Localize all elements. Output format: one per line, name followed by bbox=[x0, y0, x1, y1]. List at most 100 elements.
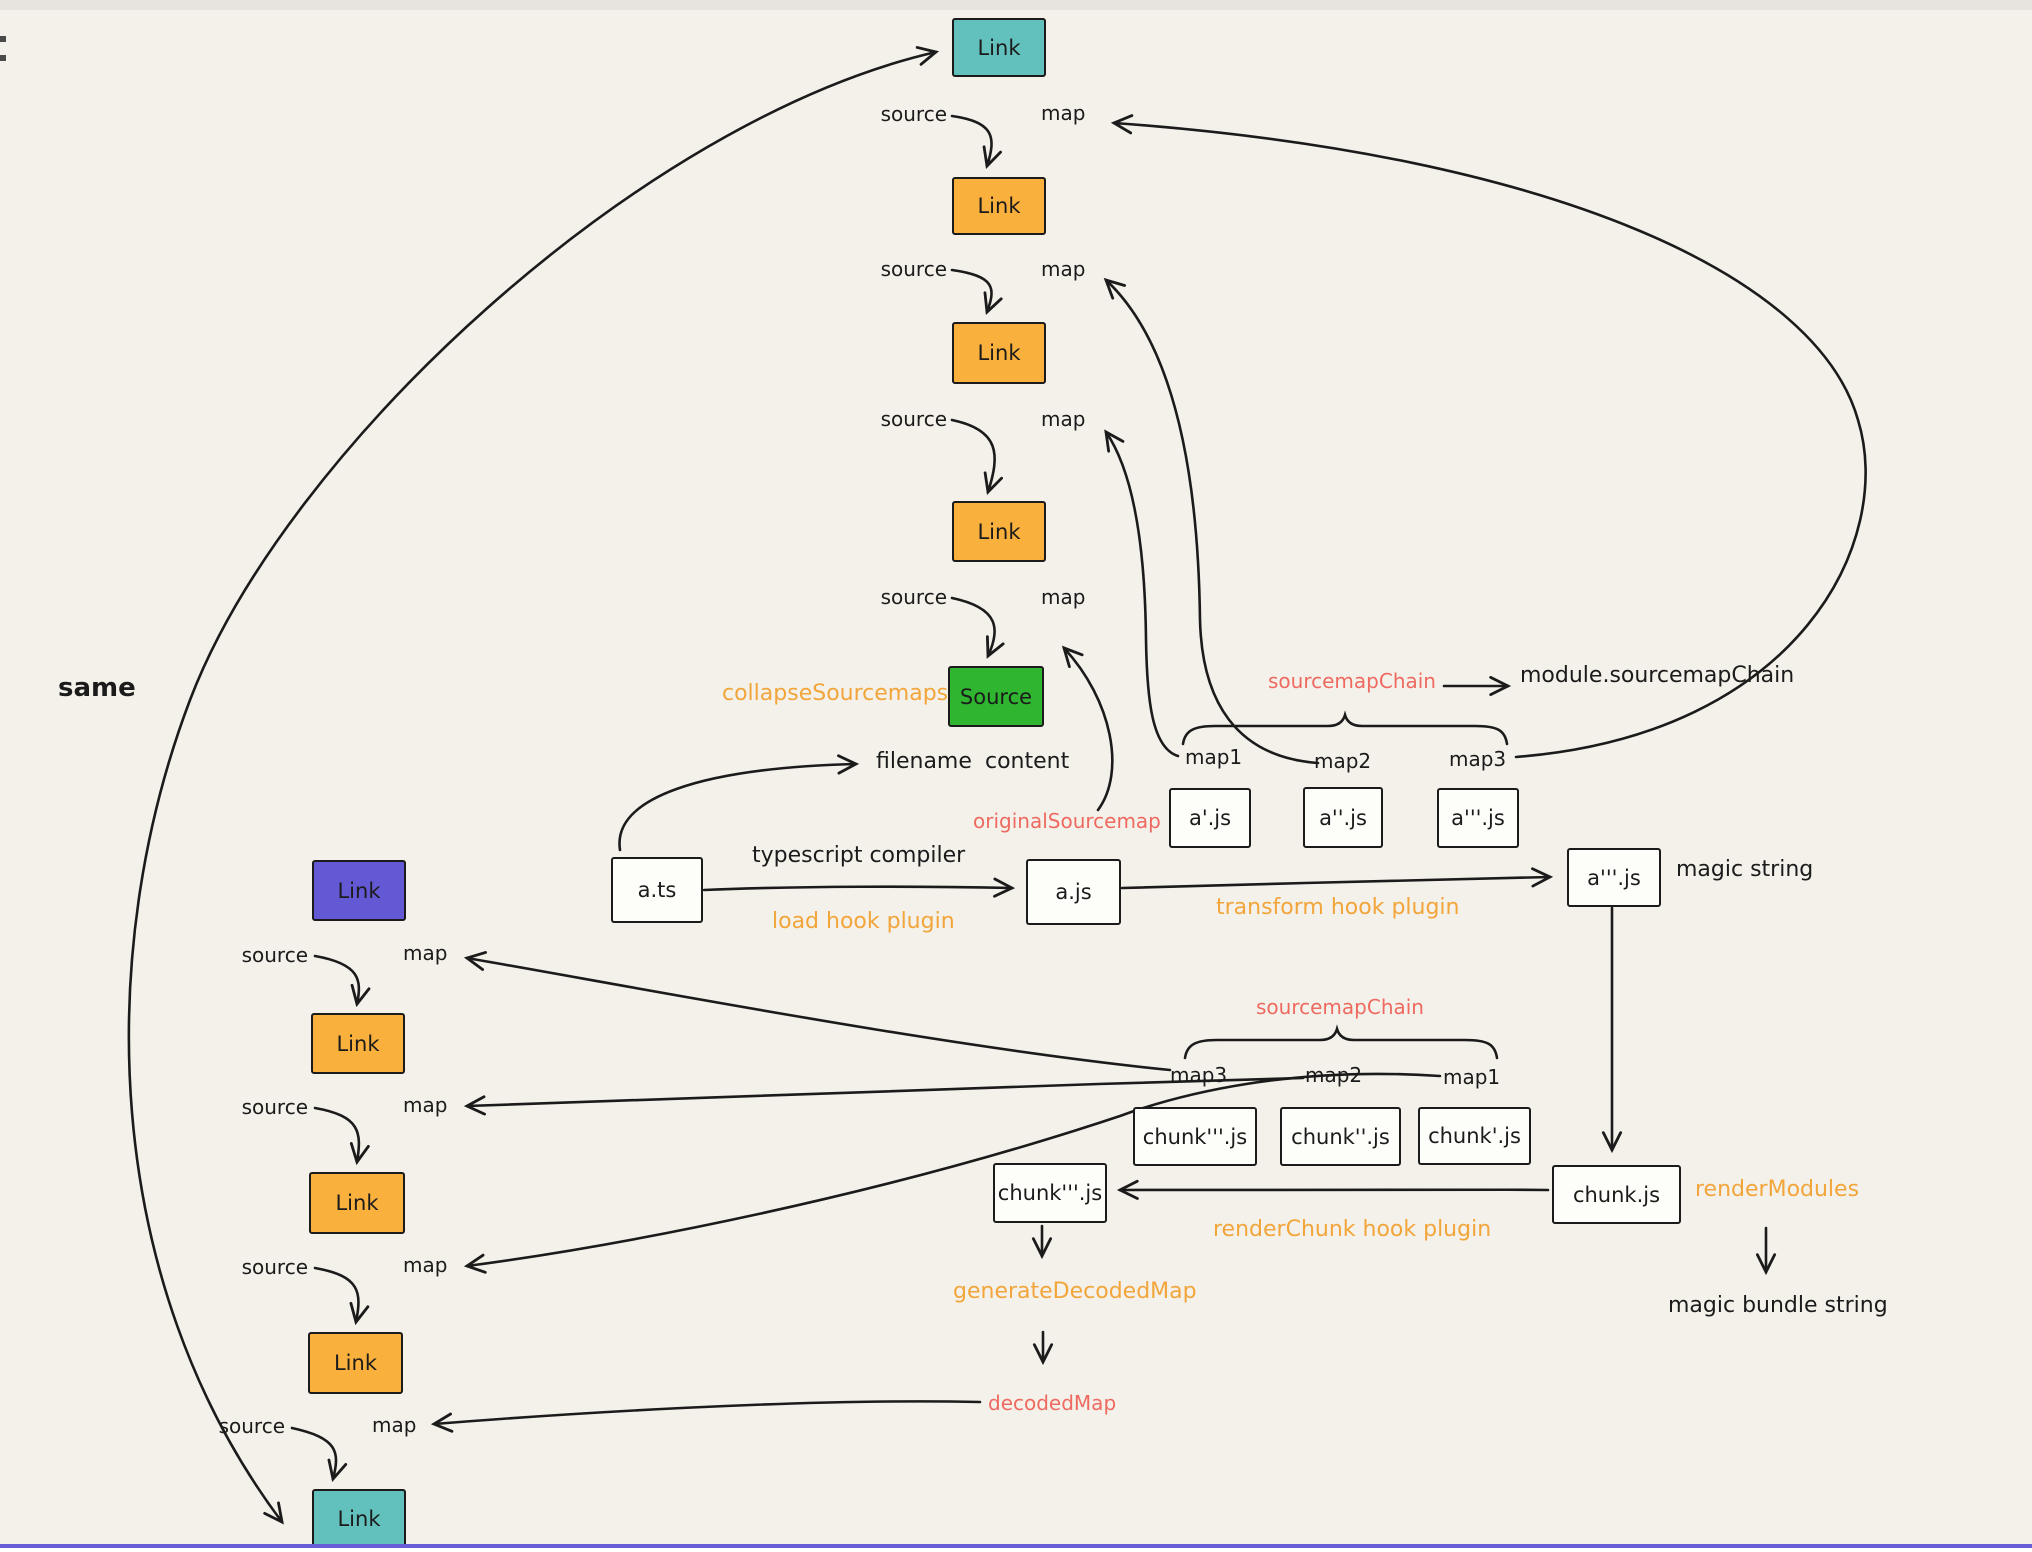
source-label[interactable]: source bbox=[880, 102, 947, 126]
arrow-map3-to-map-left-1 bbox=[463, 951, 1172, 1072]
link-box-left-1[interactable]: Link bbox=[311, 1013, 405, 1074]
arrow-map3-to-map-top bbox=[1110, 114, 1867, 759]
source-label[interactable]: source bbox=[241, 1255, 308, 1279]
ajs-label: a.js bbox=[1055, 880, 1092, 904]
content-label[interactable]: content bbox=[985, 749, 1070, 774]
typescript-compiler-label[interactable]: typescript compiler bbox=[752, 843, 966, 868]
rendermodules-label[interactable]: renderModules bbox=[1695, 1177, 1860, 1202]
map-label[interactable]: map bbox=[1041, 257, 1086, 281]
arrow-originalsourcemap-to-map bbox=[1061, 645, 1114, 812]
map2-label-bottom[interactable]: map2 bbox=[1305, 1063, 1363, 1087]
link-box-label: Link bbox=[977, 194, 1021, 218]
ats-label: a.ts bbox=[637, 878, 677, 902]
a2js-label: a''.js bbox=[1319, 805, 1367, 830]
chunkjs-label: chunk.js bbox=[1572, 1182, 1661, 1207]
link-box-label: Link bbox=[335, 1191, 379, 1215]
source-label[interactable]: source bbox=[880, 407, 947, 431]
load-hook-plugin-label[interactable]: load hook plugin bbox=[772, 909, 955, 934]
chunkjs-box[interactable]: chunk.js bbox=[1552, 1165, 1681, 1224]
arrow-map1-to-map bbox=[1104, 429, 1180, 758]
map3-label-top[interactable]: map3 bbox=[1449, 747, 1507, 771]
ajs-box[interactable]: a.js bbox=[1026, 859, 1121, 925]
chunk1js-label: chunk'.js bbox=[1428, 1124, 1521, 1148]
link-box-top-1[interactable]: Link bbox=[952, 177, 1046, 235]
arrow-same-link-to-link bbox=[127, 46, 940, 1525]
arrow-source-to-link-3 bbox=[950, 418, 1003, 495]
sourcemapchain-label-bottom[interactable]: sourcemapChain bbox=[1256, 995, 1424, 1019]
map2-label-top[interactable]: map2 bbox=[1314, 749, 1372, 773]
arrow-source-to-link-left-1 bbox=[313, 954, 371, 1008]
bottom-accent-line bbox=[0, 1544, 2032, 1548]
source-label[interactable]: source bbox=[241, 943, 308, 967]
a2js-box[interactable]: a''.js bbox=[1303, 787, 1383, 848]
map-label[interactable]: map bbox=[403, 1093, 448, 1117]
chunk2js-box-row[interactable]: chunk''.js bbox=[1280, 1107, 1401, 1166]
map1-label-top[interactable]: map1 bbox=[1185, 745, 1243, 769]
magic-bundle-string-label[interactable]: magic bundle string bbox=[1668, 1293, 1888, 1318]
link-box-label: Link bbox=[977, 519, 1021, 544]
generatedecodedmap-label[interactable]: generateDecodedMap bbox=[953, 1279, 1197, 1304]
map-label[interactable]: map bbox=[403, 941, 448, 965]
arrow-source-to-link-2 bbox=[950, 268, 1003, 315]
map-label[interactable]: map bbox=[1041, 585, 1086, 609]
chunk3js-label: chunk'''.js bbox=[997, 1181, 1103, 1205]
brace-sourcemapchain-bottom bbox=[1183, 1024, 1499, 1060]
chunk3js-box-row[interactable]: chunk'''.js bbox=[1133, 1107, 1257, 1166]
module-sourcemapchain-label[interactable]: module.sourcemapChain bbox=[1520, 663, 1795, 688]
source-label[interactable]: source bbox=[880, 257, 947, 281]
a3js-label: a'''.js bbox=[1451, 806, 1505, 830]
source-label[interactable]: source bbox=[218, 1414, 285, 1438]
arrow-chunkjs-to-chunk3js bbox=[1116, 1179, 1550, 1200]
brace-sourcemapchain-top bbox=[1181, 710, 1509, 746]
link-box-label: Link bbox=[977, 35, 1021, 60]
source-box[interactable]: Source bbox=[948, 666, 1044, 727]
arrow-ats-to-filename bbox=[618, 754, 860, 852]
chunk2js-label: chunk''.js bbox=[1291, 1124, 1390, 1149]
arrow-source-to-link-1 bbox=[950, 114, 1002, 169]
sourcemapchain-label-top[interactable]: sourcemapChain bbox=[1268, 669, 1436, 693]
source-label[interactable]: source bbox=[241, 1095, 308, 1119]
link-box-left-2[interactable]: Link bbox=[309, 1172, 405, 1234]
arrow-ats-to-ajs bbox=[702, 877, 1016, 898]
top-bar bbox=[0, 0, 2032, 10]
originalsourcemap-label[interactable]: originalSourcemap bbox=[973, 809, 1161, 833]
arrow-source-to-sourcebox bbox=[950, 596, 1005, 659]
a1js-box[interactable]: a'.js bbox=[1169, 788, 1251, 848]
map-label[interactable]: map bbox=[1041, 101, 1086, 125]
bottom-white-strip bbox=[0, 1548, 2032, 1552]
link-box-left-3[interactable]: Link bbox=[308, 1332, 403, 1394]
source-box-label: Source bbox=[959, 684, 1033, 709]
map-label[interactable]: map bbox=[1041, 407, 1086, 431]
chunk3js-box-standalone[interactable]: chunk'''.js bbox=[993, 1163, 1107, 1223]
link-box-top-3[interactable]: Link bbox=[952, 501, 1046, 562]
link-box-left-purple[interactable]: Link bbox=[312, 860, 406, 921]
decodedmap-label[interactable]: decodedMap bbox=[988, 1391, 1117, 1415]
map3-label-bottom[interactable]: map3 bbox=[1170, 1063, 1228, 1087]
source-label[interactable]: source bbox=[880, 585, 947, 609]
link-box-label: Link bbox=[336, 1031, 380, 1056]
map1-label-bottom[interactable]: map1 bbox=[1443, 1065, 1501, 1089]
left-edge-mark bbox=[0, 55, 6, 61]
arrow-ajs-to-a3js bbox=[1120, 867, 1554, 890]
transform-hook-plugin-label[interactable]: transform hook plugin bbox=[1216, 895, 1460, 920]
a3js-box-big[interactable]: a'''.js bbox=[1567, 848, 1661, 907]
chunk1js-box-row[interactable]: chunk'.js bbox=[1418, 1107, 1531, 1165]
link-box-top-2[interactable]: Link bbox=[952, 322, 1046, 384]
chunk3js-label: chunk'''.js bbox=[1142, 1124, 1248, 1149]
collapse-sourcemaps-label[interactable]: collapseSourcemaps bbox=[722, 681, 949, 706]
a1js-label: a'.js bbox=[1188, 806, 1232, 830]
arrow-source-to-link-left-2 bbox=[313, 1106, 370, 1166]
filename-label[interactable]: filename bbox=[876, 749, 972, 774]
map-label[interactable]: map bbox=[372, 1413, 417, 1437]
magic-string-label[interactable]: magic string bbox=[1676, 857, 1814, 882]
renderchunk-hook-plugin-label[interactable]: renderChunk hook plugin bbox=[1213, 1217, 1492, 1242]
map-label[interactable]: map bbox=[403, 1253, 448, 1277]
arrow-source-to-link-left-4 bbox=[290, 1426, 348, 1483]
ats-box[interactable]: a.ts bbox=[611, 857, 703, 923]
link-box-top-teal[interactable]: Link bbox=[952, 18, 1046, 77]
link-box-label: Link bbox=[337, 1506, 381, 1531]
same-label[interactable]: same bbox=[58, 673, 136, 703]
a3js-box-small[interactable]: a'''.js bbox=[1437, 788, 1519, 848]
link-box-bottom-teal[interactable]: Link bbox=[312, 1489, 406, 1548]
